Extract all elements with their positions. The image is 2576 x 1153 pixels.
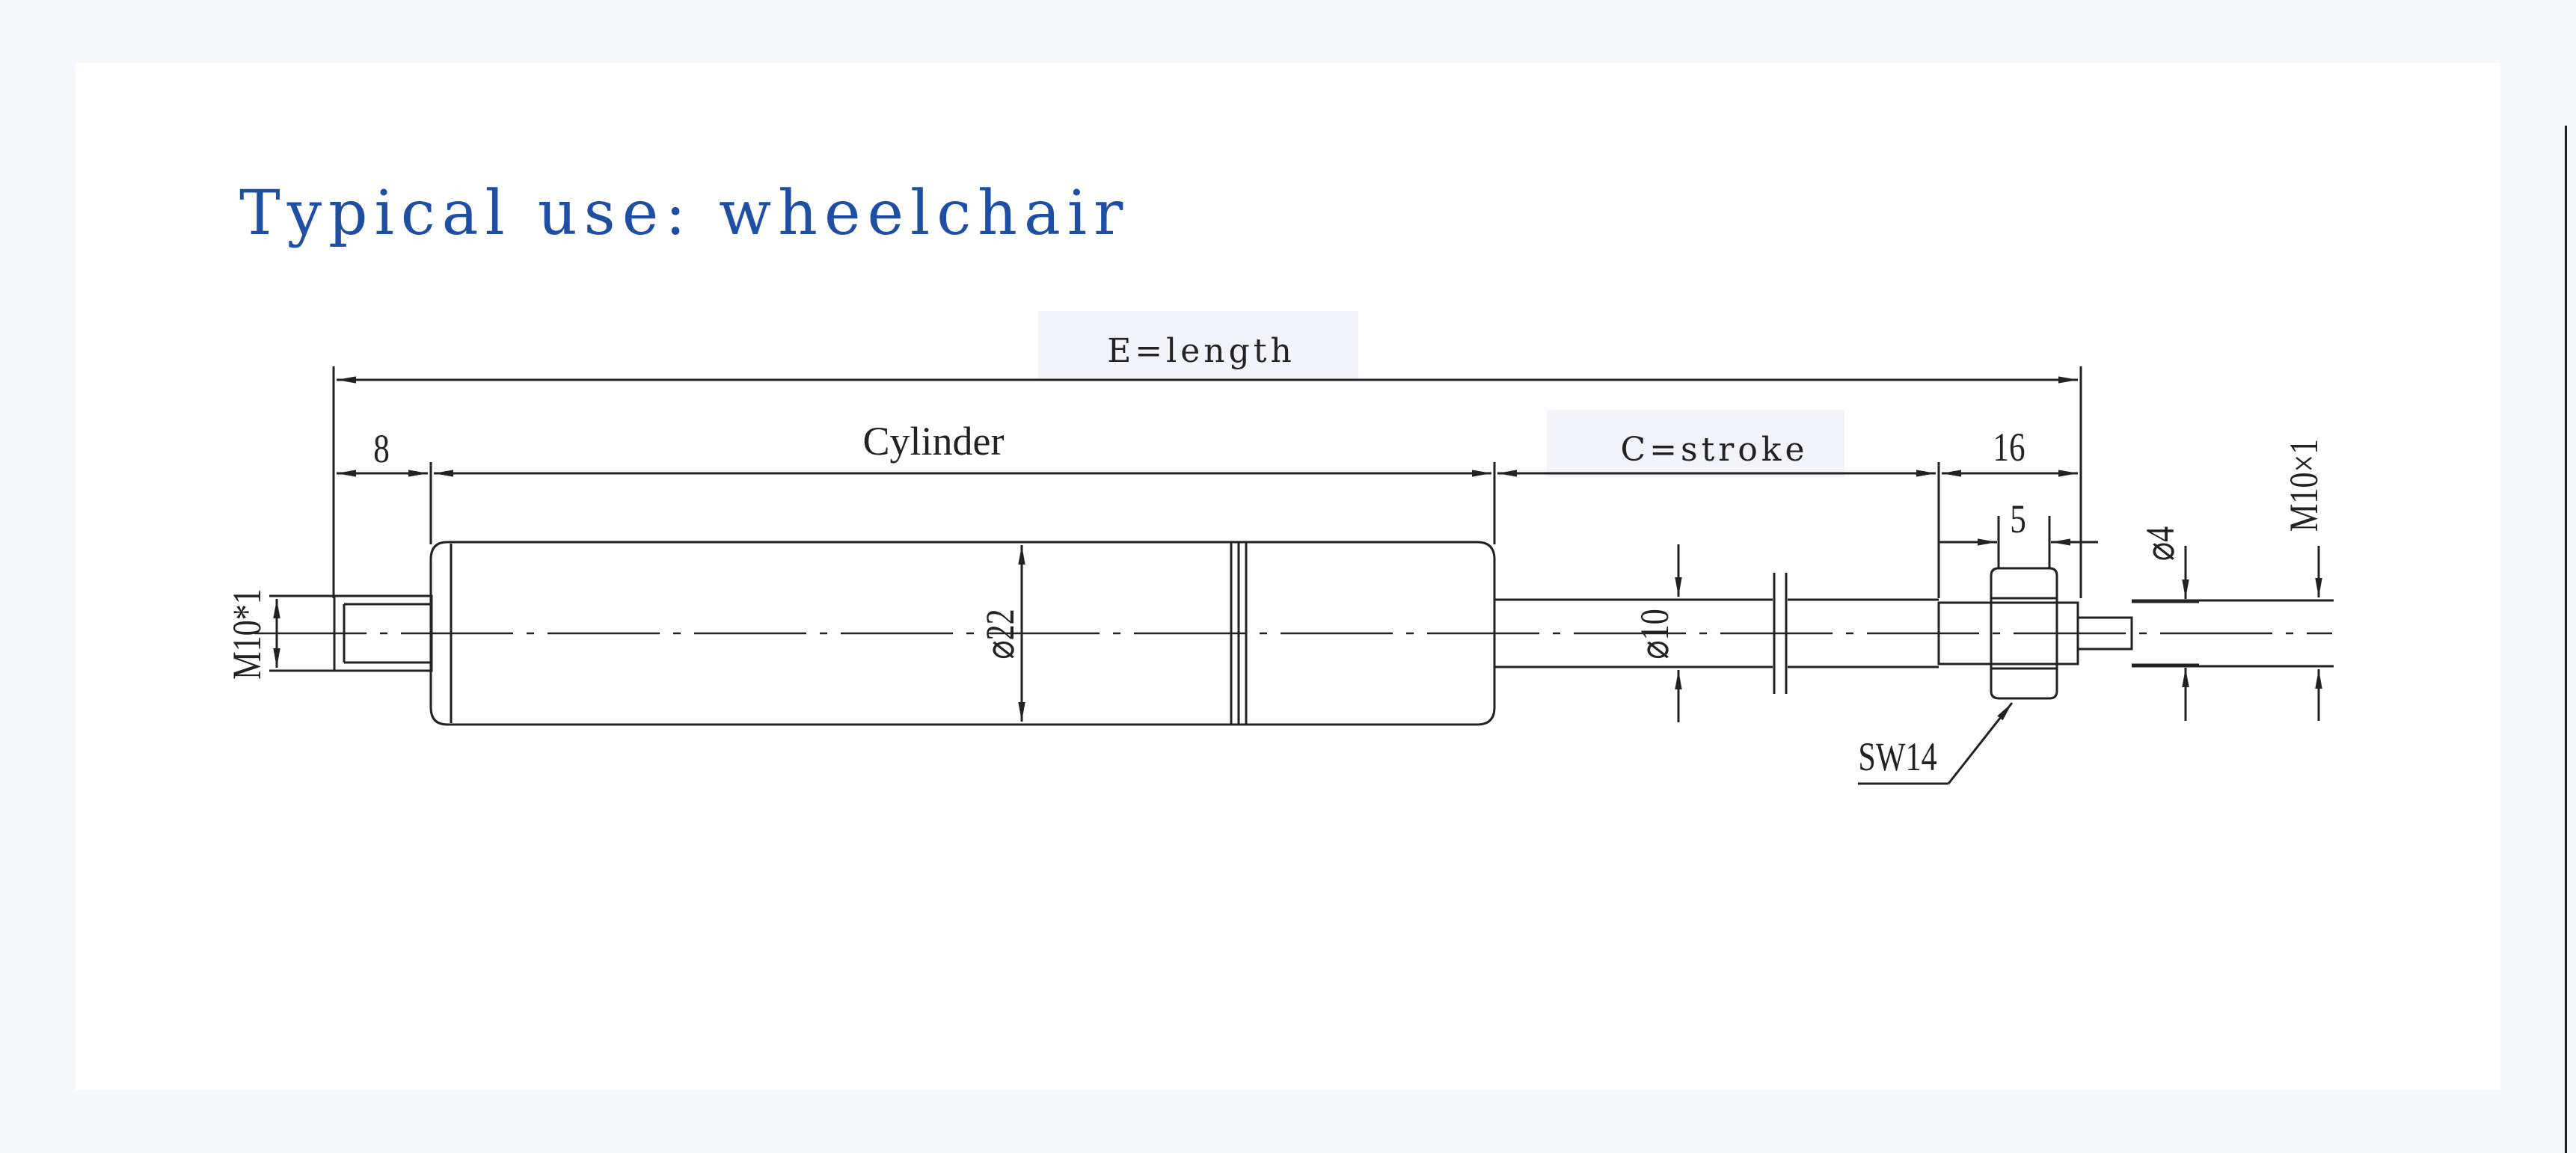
stroke-label: C=stroke — [1620, 431, 1808, 469]
wrench-leader — [1947, 702, 2014, 784]
cylinder-body — [429, 541, 1496, 726]
cylinder-label: Cylinder — [863, 419, 1005, 464]
pin-diameter-label: ⌀4 — [2138, 526, 2183, 561]
rod-end-length-label: 16 — [1993, 424, 2025, 470]
left-thread-label: M10*1 — [225, 588, 269, 680]
wrench-size-label: SW14 — [1858, 735, 1936, 779]
overall-length-label: E=length — [1107, 332, 1295, 370]
cylinder-diameter-label: ⌀22 — [978, 609, 1022, 659]
stroke-label-tab — [1547, 410, 1844, 477]
page-edge-line — [2565, 126, 2567, 1153]
length-label-tab — [1038, 311, 1358, 378]
end-thread-length-label: 8 — [373, 425, 390, 471]
page-title: Typical use: wheelchair — [239, 178, 1130, 249]
hex-nut — [1990, 567, 2058, 700]
drawing-panel — [76, 63, 2500, 1090]
nut-width-label: 5 — [2010, 496, 2026, 541]
rod-diameter-label: ⌀10 — [1633, 609, 1677, 659]
right-thread-label: M10×1 — [2282, 439, 2326, 532]
